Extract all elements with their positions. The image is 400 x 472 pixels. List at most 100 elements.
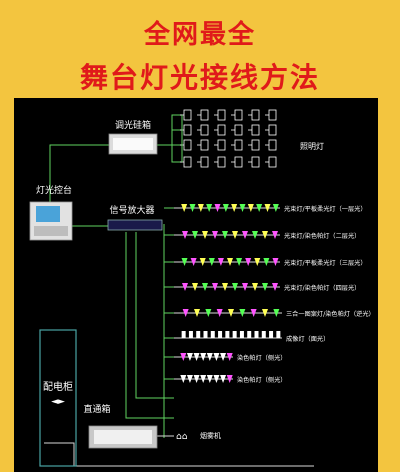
smoke-machine-icon: ⌂⌂: [176, 432, 188, 442]
fixture-lamp: [200, 109, 209, 121]
fixture-light: [189, 204, 196, 212]
row-label: 光束灯/染色帕灯（四层光）: [284, 284, 360, 292]
fixture-light: [222, 283, 228, 291]
fixture-lamp: [251, 156, 260, 168]
fixture-marks: [180, 109, 277, 168]
fixture-light: [202, 283, 208, 291]
fixture-light: [222, 204, 229, 212]
profile-light: [218, 331, 223, 338]
fixture-light: [212, 283, 218, 291]
light-console-keys: [34, 226, 68, 236]
fixture-lamp: [234, 156, 243, 168]
fixture-light: [252, 231, 258, 239]
dimmer-cabinet-label: 调光硅箱: [115, 119, 151, 131]
fixture-light: [206, 375, 213, 383]
wire-amp-trunk-3: [125, 232, 174, 419]
fixture-light: [227, 258, 233, 266]
fixture-light: [262, 309, 268, 317]
fixture-light: [250, 309, 257, 317]
fixture-light: [186, 375, 193, 383]
fixture-light: [242, 231, 248, 239]
light-console-screen: [36, 206, 60, 222]
fixture-lamp: [217, 156, 226, 168]
smoke-machine-label: 烟雾机: [200, 431, 221, 440]
fixture-light: [264, 204, 271, 212]
fixture-light: [272, 231, 278, 239]
fixture-light: [202, 231, 208, 239]
fixture-lamp: [234, 109, 243, 121]
fixture-light: [256, 204, 263, 212]
fixture-light: [214, 204, 221, 212]
title-line-1: 全网最全: [143, 20, 256, 50]
profile-light: [276, 331, 281, 338]
fixture-light: [181, 204, 188, 212]
fixture-light: [220, 353, 227, 361]
fixture-light: [245, 258, 252, 266]
row-label: 三合一图案灯/染色帕灯（逆光）: [286, 310, 375, 318]
fixture-light: [247, 204, 254, 212]
fixture-lamp: [200, 139, 209, 151]
profile-light: [210, 331, 215, 338]
profile-light: [261, 331, 266, 338]
fixture-light: [239, 309, 246, 317]
wire-dimmer-fixtures-4: [171, 145, 182, 163]
fixture-lamp: [251, 109, 260, 121]
direct-box-panel: [94, 430, 152, 444]
fixture-light: [254, 258, 261, 266]
lighting-fixtures-label: 照明灯: [300, 141, 324, 151]
profile-light: [203, 331, 208, 338]
fixture-light: [213, 353, 220, 361]
fixture-lamp: [217, 124, 226, 136]
fixture-light: [180, 353, 187, 361]
fixture-light: [232, 283, 238, 291]
row-label: 光束灯/平板柔光灯（一层光）: [284, 205, 367, 213]
fixture-light: [200, 375, 207, 383]
fixture-light: [220, 375, 227, 383]
wire-amp-trunk-2: [135, 232, 174, 399]
fixture-light: [181, 258, 188, 266]
fixture-light: [273, 309, 280, 317]
row-label: 光束灯/平板柔光灯（三层光）: [284, 259, 367, 267]
fixture-light: [232, 231, 238, 239]
fixture-light: [190, 258, 197, 266]
fixture-light: [272, 283, 278, 291]
wiring-diagram-panel: 配电柜 ◄► 调光硅箱 灯光控台 信号放大器 照明灯 直通箱 ⌂⌂ 烟雾机 光束…: [14, 98, 378, 472]
fixture-rows: 光束灯/平板柔光灯（一层光）光束灯/染色帕灯（二层光）光束灯/平板柔光灯（三层光…: [164, 204, 375, 384]
fixture-light: [272, 258, 279, 266]
wire-dist-direct: [44, 442, 314, 467]
fixture-light: [182, 309, 189, 317]
fixture-light: [213, 375, 220, 383]
fixture-light: [239, 204, 246, 212]
profile-light: [254, 331, 259, 338]
wire-console-dimmer: [49, 144, 109, 211]
wires: [44, 114, 314, 467]
profile-light: [239, 331, 244, 338]
profile-light: [247, 331, 252, 338]
fixture-lamp: [251, 139, 260, 151]
arrows-icon: ◄►: [51, 397, 65, 407]
fixture-lamp: [268, 156, 277, 168]
fixture-light: [262, 231, 268, 239]
light-console-label: 灯光控台: [36, 184, 72, 196]
fixture-light: [226, 375, 233, 383]
row-label: 染色帕灯（侧光）: [237, 354, 287, 362]
signal-amplifier-label: 信号放大器: [109, 204, 154, 216]
fixture-lamp: [200, 124, 209, 136]
dimmer-cabinet-panel: [113, 138, 153, 150]
fixture-lamp: [217, 109, 226, 121]
fixture-lamp: [268, 124, 277, 136]
fixture-lamp: [217, 139, 226, 151]
fixture-lamp: [251, 124, 260, 136]
fixture-lamp: [268, 109, 277, 121]
fixture-light: [205, 309, 212, 317]
fixture-light: [252, 283, 258, 291]
fixture-light: [228, 309, 234, 317]
direct-box-label: 直通箱: [83, 403, 110, 415]
fixture-light: [200, 353, 207, 361]
fixture-light: [206, 353, 213, 361]
distribution-cabinet-label: 配电柜: [43, 380, 73, 393]
profile-light: [225, 331, 230, 338]
fixture-light: [199, 258, 206, 266]
fixture-light: [193, 375, 200, 383]
fixture-lamp: [183, 109, 192, 121]
